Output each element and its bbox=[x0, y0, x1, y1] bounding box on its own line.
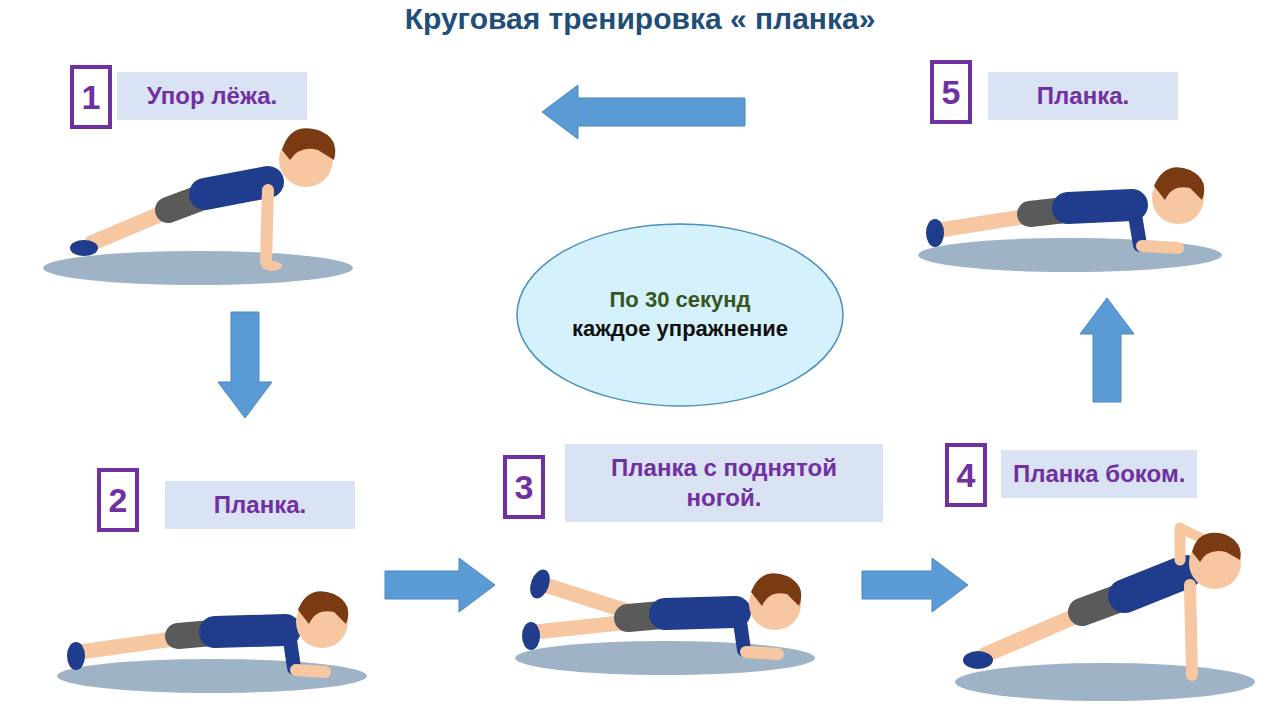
instruction-text: каждое упражнение bbox=[572, 315, 788, 344]
figure-plank bbox=[926, 167, 1204, 248]
exercise-step: 4Планка боком. bbox=[968, 402, 1265, 705]
step-number: 4 bbox=[945, 443, 987, 507]
step-label: Планка с поднятой ногой. bbox=[565, 444, 883, 522]
info-ellipse: По 30 секундкаждое упражнение bbox=[515, 222, 845, 408]
figure-push-up bbox=[70, 128, 335, 271]
step-number: 2 bbox=[97, 468, 139, 532]
step-label: Планка. bbox=[988, 72, 1178, 120]
flow-arrow bbox=[862, 558, 968, 612]
step-number: 1 bbox=[70, 65, 112, 129]
ground-shadows bbox=[43, 238, 1255, 701]
flow-arrow bbox=[218, 312, 272, 418]
exercise-step: 5 Планка. bbox=[745, 55, 1235, 298]
flow-arrow bbox=[542, 85, 745, 139]
exercise-step: 3Планка с поднятой ногой. bbox=[495, 418, 862, 705]
ellipse-shape bbox=[515, 222, 845, 408]
step-label: Планка. bbox=[165, 481, 355, 529]
duration-text: По 30 секунд bbox=[610, 286, 751, 315]
flow-arrow bbox=[1080, 298, 1134, 402]
flow-arrow bbox=[385, 558, 495, 612]
figure-plank bbox=[67, 591, 348, 672]
diagram-title: Круговая тренировка « планка» bbox=[0, 2, 1280, 36]
figure-side-plank bbox=[963, 528, 1241, 675]
exercise-step: 1Упор лёжа. bbox=[40, 55, 542, 312]
step-label: Планка боком. bbox=[1001, 450, 1197, 498]
step-number: 3 bbox=[503, 455, 545, 519]
exercise-step: 2 Планка. bbox=[50, 418, 385, 705]
step-label: Упор лёжа. bbox=[117, 72, 307, 120]
figure-plank-raised-leg bbox=[522, 567, 801, 654]
step-number: 5 bbox=[930, 60, 972, 124]
